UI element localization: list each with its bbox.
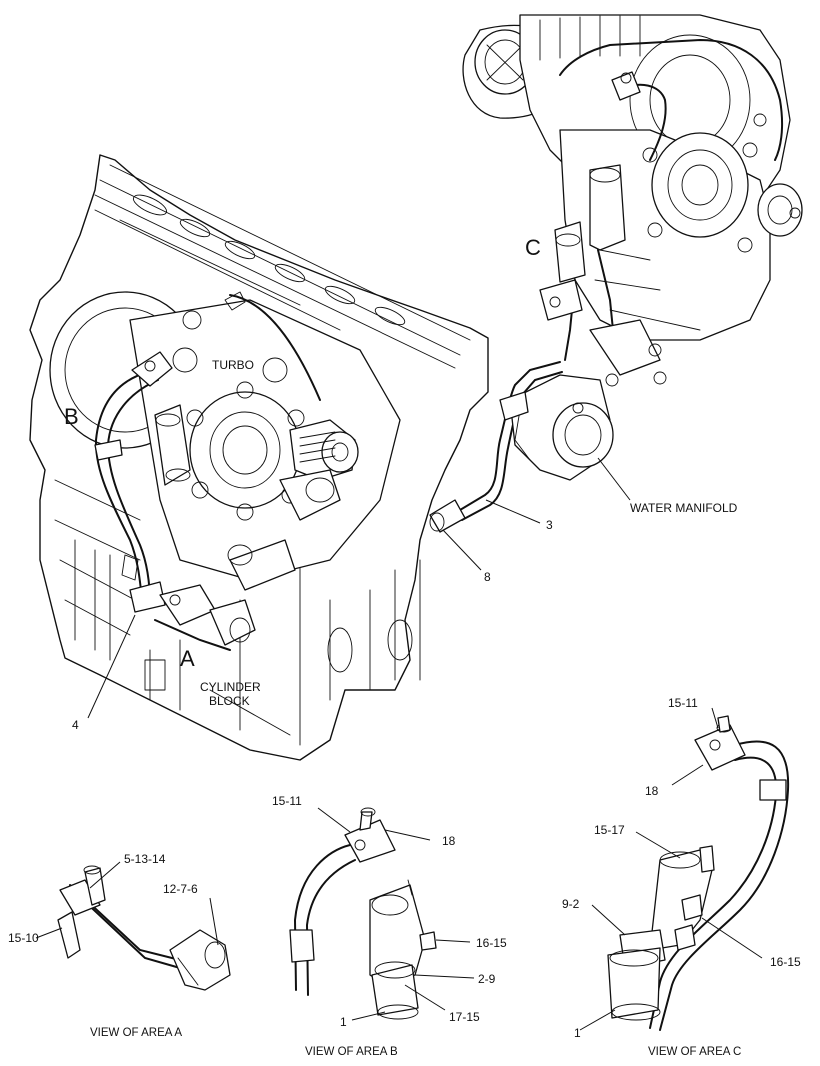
callout-b-15-11: 15-11	[272, 794, 302, 808]
view-area-b-illustration	[289, 807, 437, 1020]
callout-b-18: 18	[442, 834, 456, 848]
callout-b-1: 1	[340, 1015, 347, 1029]
callout-c-1: 1	[574, 1026, 581, 1040]
callout-c-15-17: 15-17	[594, 823, 625, 837]
area-a-fittings	[121, 554, 256, 651]
caption-view-area-b: VIEW OF AREA B	[305, 1046, 398, 1058]
callout-a-5-13-14: 5-13-14	[124, 852, 166, 866]
turbo-water-line-b	[94, 351, 191, 606]
callout-c-9-2: 9-2	[562, 897, 580, 911]
callout-b-16-15: 16-15	[476, 936, 507, 950]
area-letter-c: C	[525, 235, 541, 260]
callout-c-16-15: 16-15	[770, 955, 801, 969]
callout-c-18: 18	[645, 784, 659, 798]
area-letter-b: B	[64, 404, 79, 429]
caption-view-area-a: VIEW OF AREA A	[90, 1027, 182, 1039]
turbo-upper	[462, 14, 803, 385]
labels: TURBO WATER MANIFOLD CYLINDER BLOCK B C …	[8, 235, 801, 1058]
label-block: BLOCK	[209, 694, 250, 708]
callout-a-15-10: 15-10	[8, 931, 39, 945]
label-cylinder: CYLINDER	[200, 680, 261, 694]
leader-lines	[35, 457, 763, 1031]
connector-8	[429, 499, 466, 533]
view-area-c-illustration	[607, 715, 790, 1031]
callout-8: 8	[484, 570, 491, 584]
caption-view-area-c: VIEW OF AREA C	[648, 1046, 741, 1058]
view-area-a-illustration	[57, 865, 231, 991]
callout-b-2-9: 2-9	[478, 972, 496, 986]
callout-a-12-7-6: 12-7-6	[163, 882, 198, 896]
label-turbo: TURBO	[212, 358, 254, 372]
area-letter-a: A	[180, 646, 195, 671]
engine-block	[29, 154, 489, 761]
callout-b-17-15: 17-15	[449, 1010, 480, 1024]
label-water-manifold: WATER MANIFOLD	[630, 501, 738, 515]
callout-c-15-11: 15-11	[668, 696, 698, 710]
callout-3: 3	[546, 518, 553, 532]
water-manifold	[499, 373, 619, 481]
callout-4: 4	[72, 718, 79, 732]
turbocharger	[49, 291, 401, 591]
